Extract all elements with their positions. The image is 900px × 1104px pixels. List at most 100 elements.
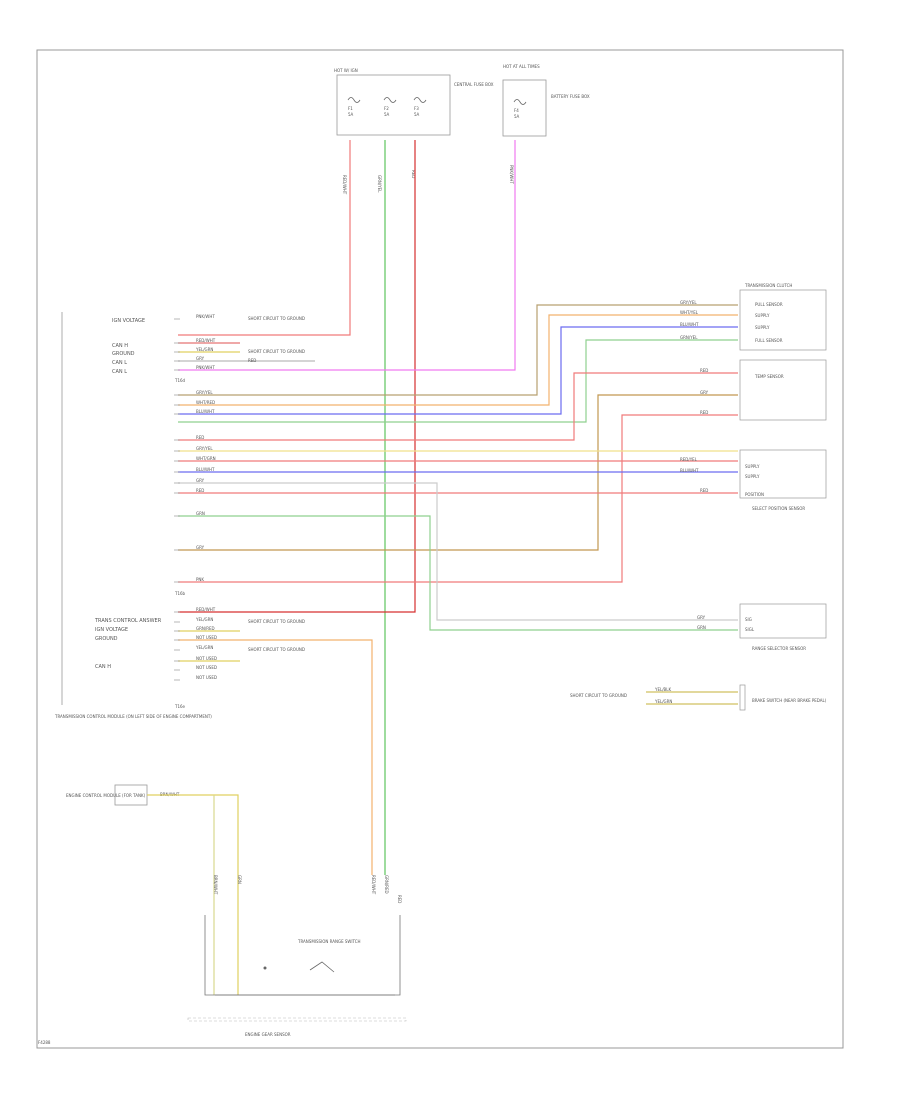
tcm-top-wire-code: GRY <box>196 356 205 361</box>
range-selector-wire-2: GRN <box>697 625 706 630</box>
range-selector-frame <box>739 603 827 639</box>
fuse-f1: F1 5A <box>347 97 361 117</box>
wire-grey-yellow-clutch <box>178 304 738 396</box>
drop-code-1: BRN/WHT <box>213 875 218 895</box>
wire-red-ign <box>178 140 351 336</box>
tcm-mid-wire-code: RED <box>196 435 204 440</box>
diagram-border <box>36 49 844 1049</box>
wire-orange-switch <box>178 639 373 875</box>
temp-sensor-wire-2: GRY <box>700 390 709 395</box>
fuse-f4-id: F4 <box>514 108 519 113</box>
fuse-f2: F2 5A <box>383 97 397 117</box>
wire-code-pink-vertical: PNK/WHT <box>509 165 514 184</box>
fuse-f2-rating: 5A <box>384 112 390 117</box>
select-position-wire-1: RED/YEL <box>680 457 698 462</box>
tcm-bottom-wire-code: NOT USED <box>196 656 217 661</box>
select-position-pin-1: SUPPLY <box>745 464 760 469</box>
select-position-wire-2: BLU/WHT <box>680 468 699 473</box>
drop-code-5: RED <box>397 895 402 903</box>
tcm-bottom-wire-code: NOT USED <box>196 675 217 680</box>
tcm-top-wire-code: YEL/GRN <box>195 347 213 352</box>
fuse-f1-rating: 5A <box>348 112 354 117</box>
drop-code-2: GRN <box>237 875 242 884</box>
range-selector-pin-1: SIG <box>745 617 752 622</box>
wire-ecm-brown <box>147 794 239 995</box>
range-sensor-label: ENGINE GEAR SENSOR <box>245 1032 291 1037</box>
trans-clutch-pin-1: PULL SENSOR <box>755 302 783 307</box>
tcm-top-label-2: CAN H <box>112 343 128 349</box>
tcm-module: TRANSMISSION CONTROL MODULE (ON LEFT SID… <box>54 312 212 719</box>
tcm-bottom-label-2: IGN VOLTAGE <box>95 627 128 633</box>
tcm-bottom-wire-code: RED/WHT <box>196 607 216 612</box>
fuse-f3-id: F3 <box>414 106 419 111</box>
trans-clutch-pin-2: SUPPLY <box>755 313 770 318</box>
trans-clutch-frame <box>739 289 827 351</box>
temp-sensor-frame <box>739 359 827 421</box>
wire-pink-riser <box>178 140 516 371</box>
temp-sensor-component: TEMP SENSOR RED GRY RED <box>700 359 827 421</box>
tcm-mid-wire-code: WHT/RED <box>196 400 215 405</box>
switch-label: TRANSMISSION RANGE SWITCH <box>297 939 361 944</box>
trans-clutch-component: TRANSMISSION CLUTCH PULL SENSOR SUPPLY S… <box>680 283 827 351</box>
temp-sensor-wire-1: RED <box>700 368 708 373</box>
brake-switch-component: BRAKE SWITCH (NEAR BRAKE PEDAL) SHORT CI… <box>570 684 827 711</box>
wire-green-range <box>178 515 738 631</box>
wire-blue-clutch <box>178 326 738 415</box>
select-position-title: SELECT POSITION SENSOR <box>752 506 805 511</box>
switch-frame <box>204 915 401 996</box>
tcm-title: TRANSMISSION CONTROL MODULE (ON LEFT SID… <box>54 714 212 719</box>
brake-switch-frame <box>739 684 746 711</box>
trans-clutch-wire-3: BLU/WHT <box>680 322 699 327</box>
tcm-top-label-1: IGN VOLTAGE <box>112 318 145 324</box>
tcm-mid-wire-code: GRY/YEL <box>196 390 213 395</box>
tcm-top-wire-code: PNK/WHT <box>196 314 215 319</box>
drop-code-3: RED/WHT <box>371 875 376 895</box>
tcm-bottom-label-1: TRANS CONTROL ANSWER <box>94 618 162 624</box>
range-selector-title: RANGE SELECTOR SENSOR <box>752 646 806 651</box>
fuse-f1-id: F1 <box>348 106 353 111</box>
wire-grey-range <box>178 482 738 621</box>
select-position-pin-3: POSITION <box>745 492 764 497</box>
tcm-bottom-wire-code: GRN/RED <box>196 626 215 631</box>
tcm-mid-wire-code: GRY/YEL <box>196 446 213 451</box>
tcm-mid-wire-code: WHT/GRN <box>196 456 216 461</box>
wire-red-temp <box>178 372 738 441</box>
tcm-top-wire-note: RED <box>248 358 256 363</box>
brake-switch-wire-2: YEL/GRN <box>654 699 672 704</box>
tcm-bottom-label-4: CAN H <box>95 664 111 670</box>
brake-switch-note: SHORT CIRCUIT TO GROUND <box>570 693 627 698</box>
tcm-mid-wire-code: BLU/WHT <box>196 409 215 414</box>
trans-clutch-pin-3: SUPPLY <box>755 325 770 330</box>
fuse-f3: F3 5A <box>413 97 427 117</box>
brake-switch-wire-1: YEL/BLK <box>654 687 672 692</box>
tcm-top-wire-code: PNK/WHT <box>196 365 215 370</box>
fuse-f4-symbol <box>513 99 527 105</box>
trans-clutch-wire-4: GRN/YEL <box>680 335 698 340</box>
wire-red-temp-2 <box>178 414 738 583</box>
tcm-mid-wire-code: GRY <box>196 478 205 483</box>
battery-hot-label: HOT AT ALL TIMES <box>503 64 540 69</box>
wire-code-red-vertical: RED/WHT <box>342 175 347 195</box>
fuse-f4-rating: 5A <box>514 114 520 119</box>
central-fuse-box-frame <box>336 74 451 136</box>
battery-fuse-box-frame <box>502 79 547 137</box>
tcm-bottom-wire-code: YEL/GRN <box>195 617 213 622</box>
wire-green-clutch <box>178 339 738 423</box>
tcm-connector-code-2: T16b <box>174 591 186 596</box>
tcm-bottom-wire-note: SHORT CIRCUIT TO GROUND <box>248 647 305 652</box>
central-fuse-box: HOT W/ IGN CENTRAL FUSE BOX F1 5A F2 5A … <box>334 68 494 136</box>
switch-blade-symbol <box>309 961 335 973</box>
tcm-mid-wire-code: RED <box>196 488 204 493</box>
tcm-connector-code-1: T16d <box>174 378 186 383</box>
tcm-bottom-label-3: GROUND <box>95 636 118 642</box>
range-selector-wire-1: GRY <box>697 615 706 620</box>
drop-code-4: GRN/RED <box>384 875 389 894</box>
range-selector-pin-2: SIGL <box>745 627 755 632</box>
switch-range-bracket <box>187 1017 407 1022</box>
fuse-f2-symbol <box>383 97 397 103</box>
central-hot-label: HOT W/ IGN <box>334 68 358 73</box>
tcm-top-wire-note: SHORT CIRCUIT TO GROUND <box>248 349 305 354</box>
tcm-mid-wire-code: BLU/WHT <box>196 467 215 472</box>
